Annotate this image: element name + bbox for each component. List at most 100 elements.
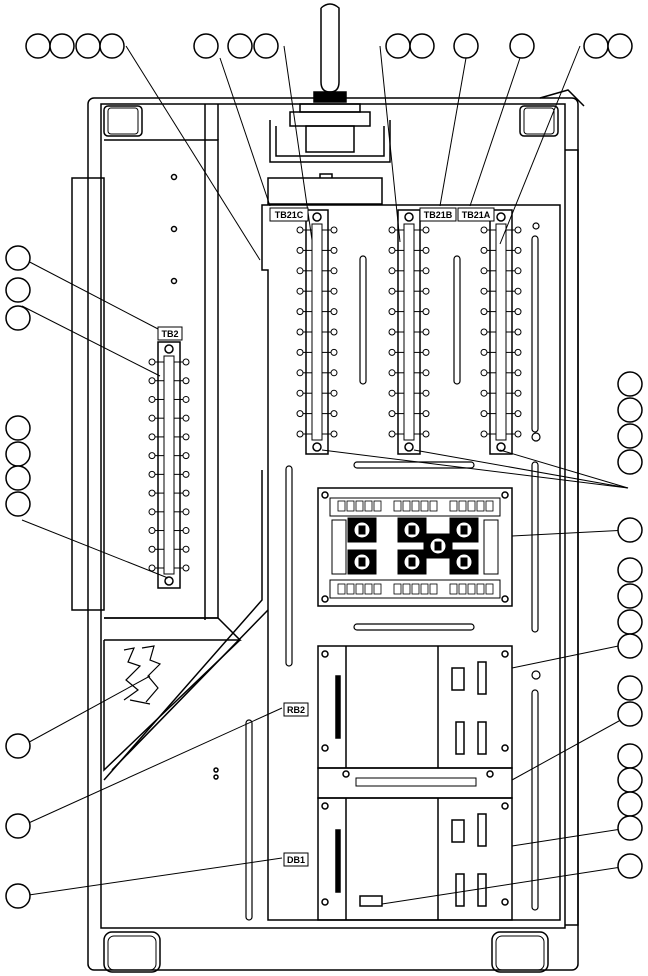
terminal-screw bbox=[148, 489, 156, 497]
leader-line bbox=[439, 57, 467, 207]
terminal-screw bbox=[458, 583, 467, 595]
terminal-screw bbox=[182, 527, 190, 535]
callout-circle bbox=[5, 305, 31, 331]
terminal-screw bbox=[480, 267, 488, 275]
leader-line bbox=[511, 529, 629, 537]
leader-line bbox=[321, 449, 629, 489]
callout-circle bbox=[617, 517, 643, 543]
terminal-strip-tb2 bbox=[148, 341, 190, 589]
relay-board bbox=[317, 487, 513, 607]
terminal-screw bbox=[388, 430, 396, 438]
leader-line bbox=[21, 675, 151, 747]
terminal-screw bbox=[458, 500, 467, 512]
label-rb2: RB2 bbox=[287, 705, 305, 715]
terminal-screw bbox=[422, 287, 430, 295]
leader-line bbox=[469, 57, 521, 207]
terminal-screw bbox=[364, 583, 373, 595]
terminal-screw bbox=[514, 267, 522, 275]
backplate bbox=[261, 173, 561, 921]
terminal-screw bbox=[476, 583, 485, 595]
terminal-screw bbox=[514, 389, 522, 397]
left-chassis bbox=[71, 104, 269, 781]
terminal-screw bbox=[388, 287, 396, 295]
terminal-screw bbox=[514, 246, 522, 254]
callout-circle bbox=[453, 33, 479, 59]
terminal-screw bbox=[422, 308, 430, 316]
terminal-screw bbox=[296, 226, 304, 234]
terminal-screw bbox=[296, 308, 304, 316]
terminal-screw bbox=[422, 226, 430, 234]
terminal-screw bbox=[467, 500, 476, 512]
terminal-screw bbox=[402, 500, 411, 512]
terminal-screw bbox=[355, 583, 364, 595]
panel-slots bbox=[245, 222, 541, 921]
terminal-screw bbox=[480, 389, 488, 397]
relay bbox=[347, 517, 377, 543]
terminal-screw bbox=[411, 583, 420, 595]
terminal-screw bbox=[422, 389, 430, 397]
leader-line bbox=[21, 707, 283, 827]
terminal-screw bbox=[388, 389, 396, 397]
relay bbox=[423, 533, 453, 559]
terminal-screw bbox=[148, 508, 156, 516]
terminal-screw bbox=[420, 500, 429, 512]
terminal-screw bbox=[296, 287, 304, 295]
callout-circle bbox=[5, 883, 31, 909]
callout-circle bbox=[617, 371, 643, 397]
terminal-screw bbox=[330, 369, 338, 377]
relay bbox=[449, 549, 479, 575]
callout-circle bbox=[5, 441, 31, 467]
terminal-screw bbox=[182, 414, 190, 422]
terminal-screw bbox=[148, 545, 156, 553]
terminal-screw bbox=[364, 500, 373, 512]
terminal-screw bbox=[182, 470, 190, 478]
callout-circle bbox=[253, 33, 279, 59]
callout-circle bbox=[617, 609, 643, 635]
leader-line bbox=[499, 45, 581, 245]
callout-circle bbox=[617, 743, 643, 769]
leader-line bbox=[21, 857, 283, 897]
callout-circle bbox=[385, 33, 411, 59]
terminal-screw bbox=[330, 226, 338, 234]
terminal-screw bbox=[148, 564, 156, 572]
terminal-screw bbox=[182, 395, 190, 403]
terminal-screw bbox=[422, 267, 430, 275]
terminal-strip-tb21c bbox=[296, 209, 338, 455]
callout-circle bbox=[617, 701, 643, 727]
callout-circle bbox=[617, 449, 643, 475]
terminal-screw bbox=[182, 545, 190, 553]
terminal-screw bbox=[148, 395, 156, 403]
terminal-screw bbox=[148, 358, 156, 366]
terminal-screw bbox=[388, 246, 396, 254]
terminal-screw bbox=[182, 564, 190, 572]
terminal-screw bbox=[449, 500, 458, 512]
callout-circle bbox=[583, 33, 609, 59]
component-labels: TB21C TB21B TB21A TB2 RB2 DB1 bbox=[157, 207, 495, 867]
terminal-screw bbox=[393, 500, 402, 512]
cable-bundle bbox=[123, 645, 162, 705]
terminal-screw bbox=[514, 287, 522, 295]
terminal-screw bbox=[411, 500, 420, 512]
callout-circle bbox=[227, 33, 253, 59]
callout-circle bbox=[75, 33, 101, 59]
terminal-screw bbox=[330, 348, 338, 356]
callout-circle bbox=[49, 33, 75, 59]
leader-line bbox=[511, 827, 629, 847]
relay bbox=[397, 517, 427, 543]
terminal-screw bbox=[514, 348, 522, 356]
terminal-boards bbox=[148, 209, 522, 589]
terminal-screw bbox=[330, 246, 338, 254]
terminal-screw bbox=[514, 430, 522, 438]
terminal-screw bbox=[388, 410, 396, 418]
terminal-screw bbox=[296, 389, 304, 397]
terminal-screw bbox=[330, 287, 338, 295]
leader-line bbox=[21, 305, 161, 377]
terminal-screw bbox=[182, 433, 190, 441]
terminal-screw bbox=[330, 389, 338, 397]
label-tb2: TB2 bbox=[161, 329, 178, 339]
terminal-screw bbox=[480, 287, 488, 295]
terminal-screw bbox=[148, 452, 156, 460]
leader-line bbox=[413, 449, 629, 489]
callout-circle bbox=[617, 815, 643, 841]
terminal-screw bbox=[182, 508, 190, 516]
